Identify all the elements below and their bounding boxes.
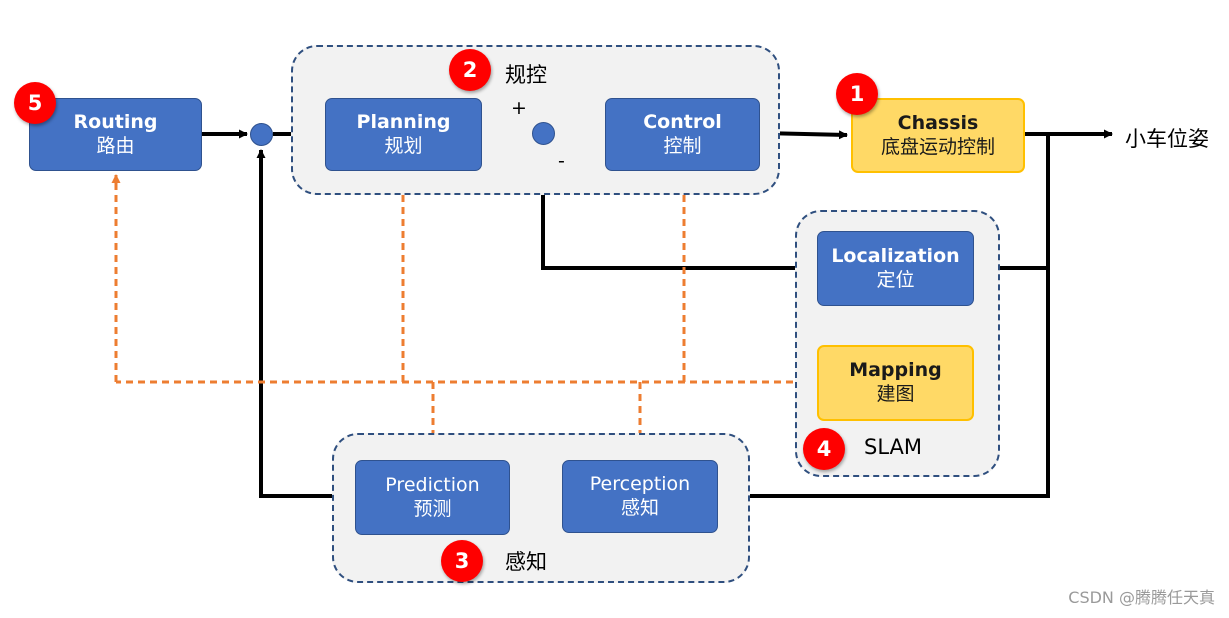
edge-prediction-to-junction: [256, 149, 355, 498]
planning-node-zh: 规划: [384, 134, 423, 157]
planning-node-en: Planning: [356, 110, 451, 133]
badge-planning-control: 2: [449, 49, 491, 91]
watermark: CSDN @腾腾任天真: [1068, 588, 1215, 607]
localization-node-en: Localization: [831, 244, 960, 267]
control-node-en: Control: [643, 110, 722, 133]
localization-node[interactable]: Localization 定位: [817, 231, 974, 306]
routing-node-en: Routing: [73, 110, 158, 133]
perception-node-en: Perception: [589, 472, 691, 495]
minus-sign-label: -: [558, 150, 565, 172]
localization-node-zh: 定位: [876, 268, 915, 291]
chassis-node-zh: 底盘运动控制: [880, 135, 995, 158]
plus-sign-label: +: [511, 97, 527, 119]
perception-node[interactable]: Perception 感知: [562, 460, 718, 533]
perception-group-label: 感知: [505, 550, 547, 574]
routing-node[interactable]: Routing 路由: [29, 98, 202, 171]
slam-group-label: SLAM: [864, 435, 922, 459]
mapping-node-en: Mapping: [849, 359, 942, 382]
summing-junction-planning-control: [532, 122, 555, 145]
planning-control-group-label: 规控: [505, 63, 547, 87]
prediction-node-zh: 预测: [413, 497, 452, 520]
chassis-node-en: Chassis: [897, 111, 979, 134]
output-label: 小车位姿: [1125, 127, 1209, 151]
prediction-node-en: Prediction: [385, 473, 480, 496]
planning-node[interactable]: Planning 规划: [325, 98, 482, 171]
summing-junction-routing-planning: [250, 123, 273, 146]
chassis-node[interactable]: Chassis 底盘运动控制: [851, 98, 1025, 173]
routing-node-zh: 路由: [96, 134, 135, 157]
badge-chassis: 1: [836, 73, 878, 115]
mapping-node[interactable]: Mapping 建图: [817, 345, 974, 421]
mapping-node-zh: 建图: [876, 383, 915, 405]
badge-slam: 4: [803, 428, 845, 470]
badge-perception: 3: [441, 540, 483, 582]
prediction-node[interactable]: Prediction 预测: [355, 460, 510, 535]
edge-feedback-to-perception: [720, 268, 1050, 501]
control-node-zh: 控制: [663, 134, 702, 157]
badge-routing: 5: [14, 82, 56, 124]
control-node[interactable]: Control 控制: [605, 98, 760, 171]
perception-node-zh: 感知: [620, 496, 659, 519]
